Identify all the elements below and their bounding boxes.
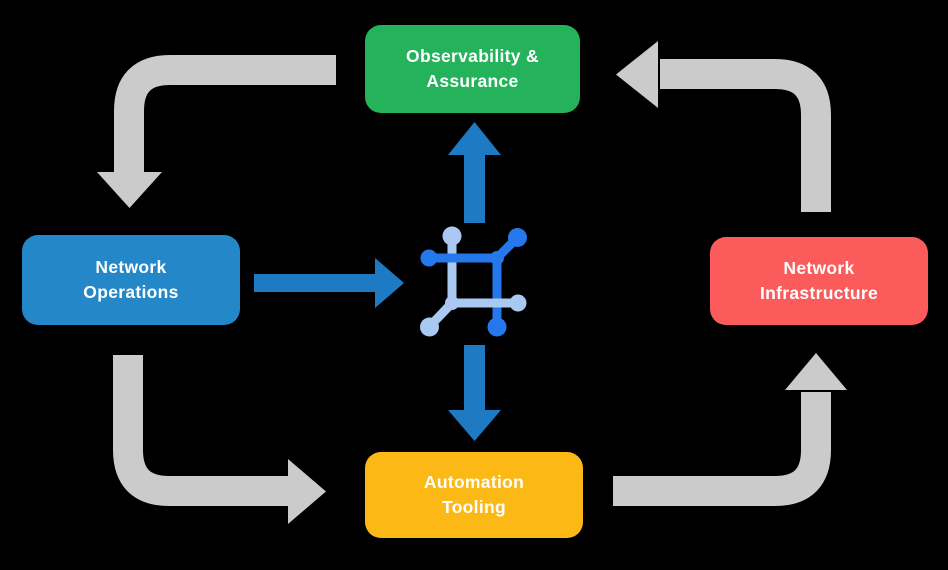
node-label-line: Network bbox=[783, 257, 855, 278]
node-observability-assurance: Observability & Assurance bbox=[365, 25, 580, 113]
node-label-line: Tooling bbox=[442, 497, 506, 517]
cycle-arrow-infrastructure-to-observability bbox=[616, 41, 831, 212]
cycle-arrow-automation-to-infrastructure bbox=[613, 353, 847, 506]
node-label-line: Infrastructure bbox=[760, 283, 878, 303]
flow-arrow-operations-to-hub bbox=[254, 258, 404, 308]
cycle-arrow-observability-to-operations bbox=[97, 55, 336, 208]
node-network-infrastructure: Network Infrastructure bbox=[710, 237, 928, 325]
network-hub-icon bbox=[420, 226, 527, 337]
node-label-line: Operations bbox=[83, 282, 179, 302]
node-label-line: Assurance bbox=[426, 71, 519, 91]
flow-arrow-hub-to-observability bbox=[448, 122, 501, 223]
node-label-line: Network bbox=[95, 256, 167, 277]
node-label-line: Observability & bbox=[406, 45, 539, 66]
node-network-operations: Network Operations bbox=[22, 235, 240, 325]
flow-arrow-hub-to-automation bbox=[448, 345, 501, 441]
cycle-arrow-operations-to-automation bbox=[113, 355, 326, 524]
node-label-line: Automation bbox=[423, 471, 525, 492]
node-automation-tooling: Automation Tooling bbox=[365, 452, 583, 538]
